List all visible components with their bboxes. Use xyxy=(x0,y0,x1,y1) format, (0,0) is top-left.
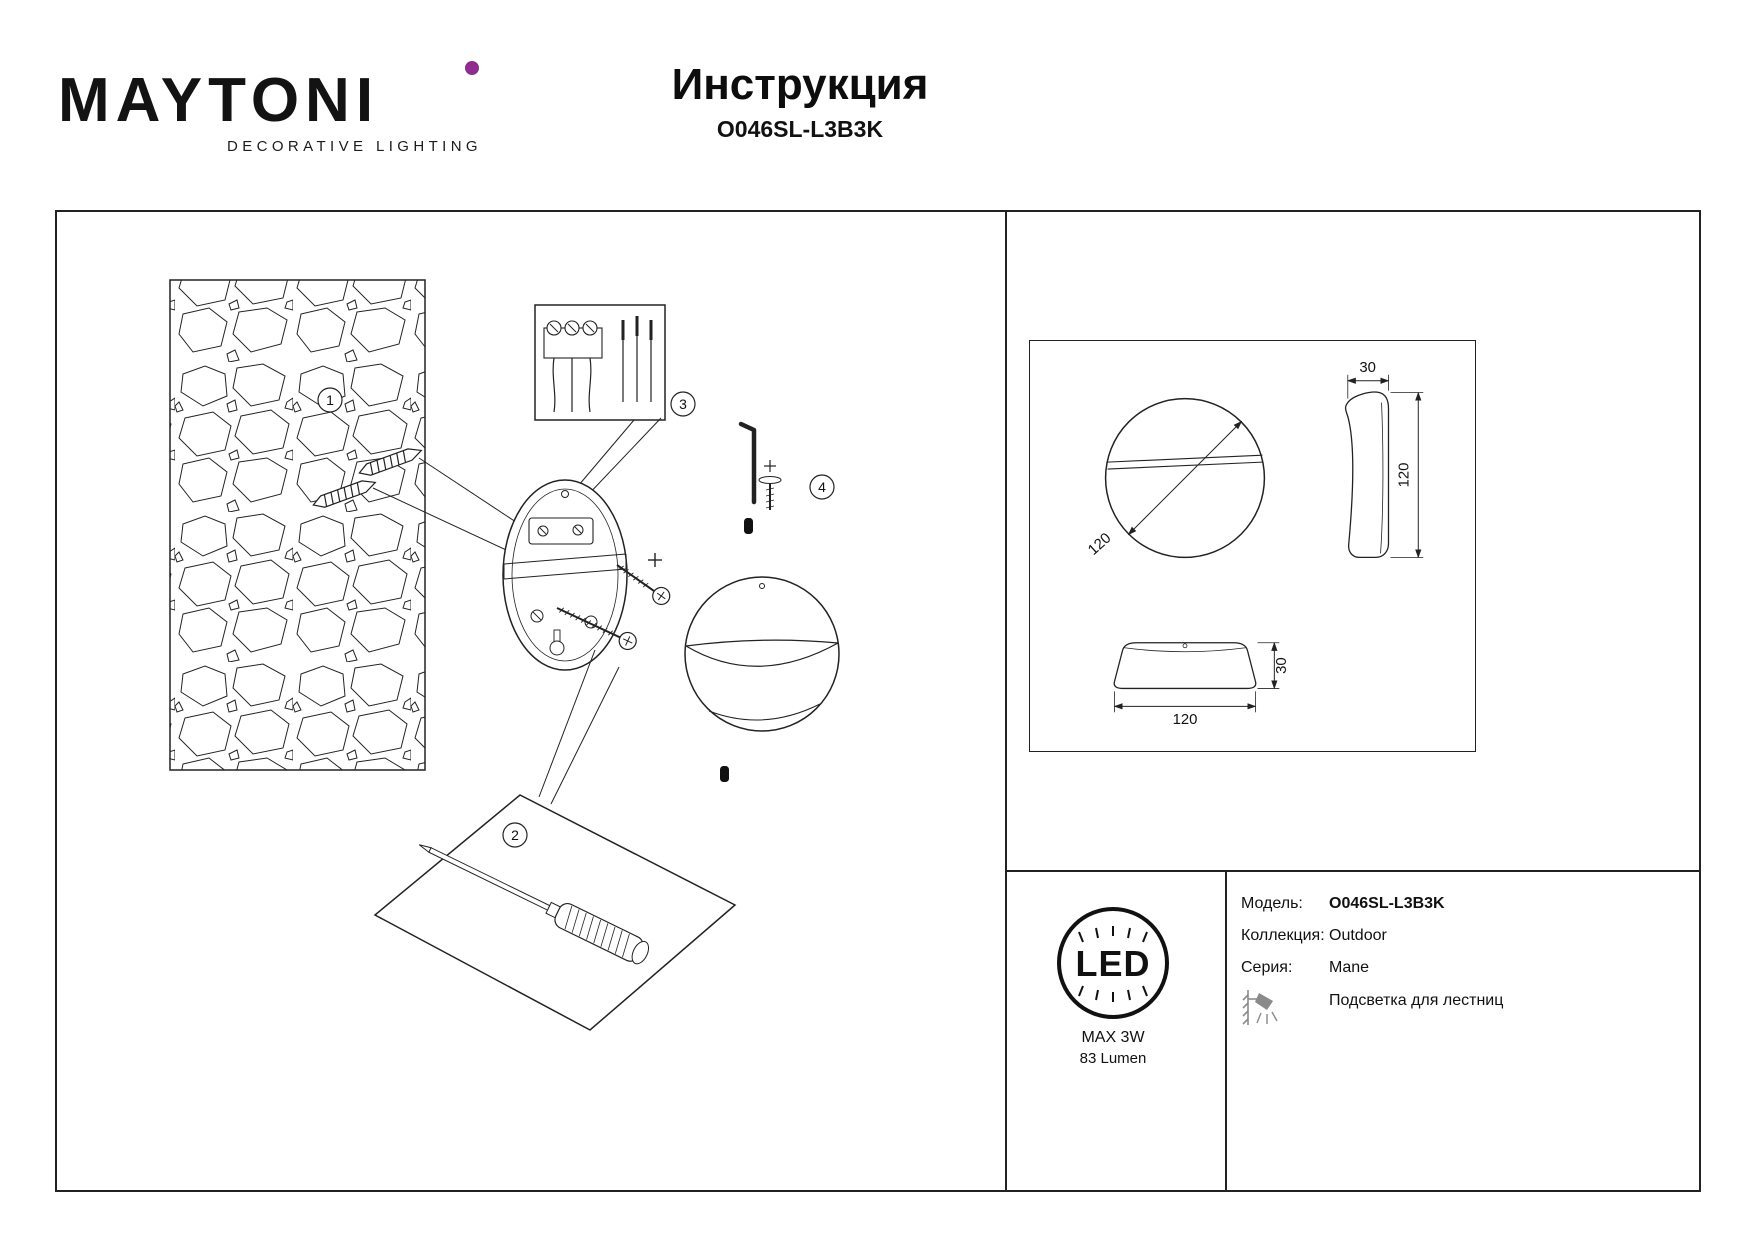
led-badge: LED MAX 3W 83 Lumen xyxy=(1057,907,1169,1067)
stone-wall xyxy=(169,279,426,771)
dimension-label-side-height: 120 xyxy=(1396,463,1412,488)
callout-2-number: 2 xyxy=(511,827,519,843)
rubber-plug-bottom xyxy=(720,766,729,782)
callout-1-number: 1 xyxy=(326,392,334,408)
brand-name: MAYTONI xyxy=(58,66,380,135)
callout-4: 4 xyxy=(809,474,835,500)
content-frame: 1 2 3 4 xyxy=(55,210,1701,1192)
spec-row-series: Серия: Mane xyxy=(1241,958,1691,977)
led-badge-text: LED xyxy=(1076,943,1151,984)
dimension-drawings: 120 30 120 xyxy=(1085,360,1424,728)
spec-value-model: O046SL-L3B3K xyxy=(1329,895,1445,912)
cross-mark xyxy=(648,553,662,567)
wall-anchor-2 xyxy=(312,480,377,508)
dimension-label-bottom-height: 30 xyxy=(1274,657,1290,674)
document-title-block: Инструкция O046SL-L3B3K xyxy=(598,60,1002,143)
tray-leader-lines xyxy=(538,649,620,805)
max-power-label: MAX 3W xyxy=(1081,1029,1145,1046)
spec-row-model: Модель: O046SL-L3B3K xyxy=(1241,894,1691,913)
dimension-label-side-depth: 30 xyxy=(1359,360,1376,376)
spec-label-series: Серия: xyxy=(1241,959,1293,977)
spec-section-divider xyxy=(1007,870,1699,872)
callout-3: 3 xyxy=(670,391,696,417)
screw-b xyxy=(556,607,637,651)
spec-label-collection: Коллекция: xyxy=(1241,927,1325,945)
callout-4-number: 4 xyxy=(818,479,826,495)
dimensions-box: 120 30 120 xyxy=(1029,340,1476,752)
dimension-label-bottom-width: 120 xyxy=(1173,712,1198,728)
lamp-body xyxy=(684,576,840,732)
anchor-leader-lines xyxy=(372,457,526,557)
spec-row-collection: Коллекция: Outdoor xyxy=(1241,926,1691,945)
spec-table: Модель: O046SL-L3B3K Коллекция: Outdoor … xyxy=(1241,894,1691,1045)
wiring-leader-lines xyxy=(572,417,662,499)
spec-label-model: Модель: xyxy=(1241,895,1303,912)
brand-subtitle: DECORATIVE LIGHTING xyxy=(226,138,482,155)
screwdriver xyxy=(418,844,650,965)
callout-2: 2 xyxy=(502,822,528,848)
hex-key xyxy=(738,421,757,505)
right-section: 120 30 120 xyxy=(1007,212,1699,1190)
bottom-view: 120 30 xyxy=(1113,641,1290,728)
dimension-label-front-diameter: 120 xyxy=(1085,530,1114,559)
set-screw xyxy=(758,460,782,510)
model-number: O046SL-L3B3K xyxy=(716,116,884,142)
wall-lamp-icon xyxy=(1242,989,1278,1025)
spec-row-type: Подсветка для лестниц xyxy=(1241,989,1691,1032)
side-view: 30 120 xyxy=(1344,360,1424,559)
wall-anchor-1 xyxy=(358,448,423,476)
screw-a xyxy=(616,564,671,606)
front-view: 120 xyxy=(1085,397,1266,559)
installation-diagram: 1 2 3 4 xyxy=(169,279,840,1031)
spec-value-series: Mane xyxy=(1329,959,1370,977)
logo-dot-icon xyxy=(465,61,479,75)
spec-table-divider xyxy=(1225,870,1227,1190)
spec-value-type: Подсветка для лестниц xyxy=(1329,991,1504,1009)
lumen-label: 83 Lumen xyxy=(1080,1050,1147,1067)
page-title: Инструкция xyxy=(671,60,929,109)
brand-logo: MAYTONI DECORATIVE LIGHTING xyxy=(58,61,482,155)
wiring-detail xyxy=(534,304,666,421)
spec-value-collection: Outdoor xyxy=(1329,927,1387,945)
rubber-plug-top xyxy=(744,518,753,534)
brand-logo-text: MAYTONI xyxy=(58,61,482,132)
callout-1: 1 xyxy=(317,387,343,413)
spec-icon-cell xyxy=(1241,987,1329,1032)
main-divider xyxy=(1005,212,1007,1190)
mounting-plate xyxy=(502,479,628,671)
callout-3-number: 3 xyxy=(679,396,687,412)
